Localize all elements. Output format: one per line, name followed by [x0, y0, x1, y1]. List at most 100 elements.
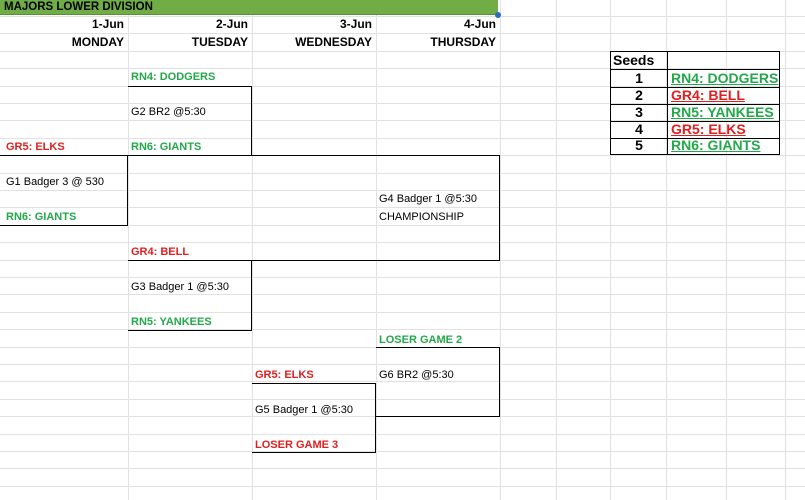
- grid-row-line: [0, 312, 805, 313]
- grid-column-line: [556, 0, 557, 500]
- date-header-4[interactable]: 4-Jun: [463, 17, 496, 31]
- grid-row-line: [0, 103, 805, 104]
- grid-column-line: [500, 0, 501, 500]
- seed-row[interactable]: 1 RN4: DODGERS: [611, 70, 779, 87]
- grid-row-line: [0, 468, 805, 469]
- seed-team: RN5: YANKEES: [671, 104, 774, 120]
- seed-number: 2: [635, 87, 643, 103]
- g3-game-info[interactable]: G3 Badger 1 @5:30: [131, 281, 230, 293]
- seeds-table: Seeds 1 RN4: DODGERS 2 GR4: BELL 3 RN5: …: [610, 51, 780, 155]
- grid-row-line: [0, 207, 805, 208]
- grid-row-line: [0, 173, 805, 174]
- seed-number: 3: [635, 104, 643, 120]
- date-header-1[interactable]: 1-Jun: [91, 17, 124, 31]
- seeds-divider: [611, 69, 779, 70]
- date-header-2[interactable]: 2-Jun: [215, 17, 248, 31]
- grid-row-line: [0, 242, 805, 243]
- grid-column-line: [376, 0, 377, 500]
- grid-column-line: [128, 0, 129, 500]
- grid-row-line: [0, 399, 805, 400]
- grid-row-line: [0, 190, 805, 191]
- grid-column-line: [726, 0, 727, 500]
- seed-team: RN6: GIANTS: [671, 137, 761, 153]
- g1-top-team[interactable]: GR5: ELKS: [6, 141, 65, 153]
- seed-row[interactable]: 3 RN5: YANKEES: [611, 104, 779, 121]
- grid-row-line: [0, 86, 805, 87]
- seed-row[interactable]: 4 GR5: ELKS: [611, 121, 779, 138]
- grid-row-line: [0, 138, 805, 139]
- g2-bottom-team[interactable]: RN6: GIANTS: [131, 141, 202, 153]
- grid-row-line: [0, 364, 805, 365]
- g2-top-line: [128, 86, 252, 87]
- grid-row-line: [0, 486, 805, 487]
- grid-row-line: [0, 277, 805, 278]
- g3-bottom-team[interactable]: RN5: YANKEES: [131, 316, 212, 328]
- division-title: MAJORS LOWER DIVISION: [4, 1, 153, 13]
- g2-game-info[interactable]: G2 BR2 @5:30: [131, 106, 206, 118]
- g4-game-info[interactable]: G4 Badger 1 @5:30: [379, 193, 478, 205]
- seed-number: 4: [635, 121, 643, 137]
- grid-row-line: [0, 294, 805, 295]
- grid-column-line: [252, 0, 253, 500]
- grid-column-line: [666, 0, 667, 500]
- g5-game-info[interactable]: G5 Badger 1 @5:30: [255, 404, 354, 416]
- grid-row-line: [0, 381, 805, 382]
- seed-row[interactable]: 2 GR4: BELL: [611, 87, 779, 104]
- seed-number: 5: [635, 137, 643, 153]
- g3-top-team[interactable]: GR4: BELL: [131, 246, 190, 258]
- seeds-column-divider: [667, 52, 668, 154]
- g1-game-info[interactable]: G1 Badger 3 @ 530: [6, 176, 105, 188]
- seeds-divider: [611, 104, 779, 105]
- seeds-divider: [611, 121, 779, 122]
- seed-number: 1: [635, 70, 643, 86]
- grid-row-line: [0, 33, 805, 34]
- g2-bottom-line: [128, 155, 500, 156]
- g6-bottom-line: [376, 416, 500, 417]
- g1-bottom-line: [0, 225, 128, 226]
- g6-right-line: [499, 347, 500, 417]
- weekday-header-1[interactable]: MONDAY: [71, 35, 124, 49]
- g1-right-line: [127, 155, 128, 226]
- grid-row-line: [0, 225, 805, 226]
- grid-row-line: [0, 51, 805, 52]
- seeds-divider: [611, 87, 779, 88]
- grid-row-line: [0, 120, 805, 121]
- division-title-cell[interactable]: MAJORS LOWER DIVISION: [0, 0, 498, 15]
- g3-bottom-line: [128, 330, 252, 331]
- grid-row-line: [0, 451, 805, 452]
- g6-top-line: [376, 347, 500, 348]
- grid-row-line: [0, 434, 805, 435]
- g6-game-info[interactable]: G6 BR2 @5:30: [379, 369, 454, 381]
- date-header-3[interactable]: 3-Jun: [339, 17, 372, 31]
- grid-row-line: [0, 329, 805, 330]
- fill-handle[interactable]: [495, 12, 501, 18]
- g4-championship-label[interactable]: CHAMPIONSHIP: [379, 211, 464, 223]
- g5-bottom-line: [252, 452, 376, 453]
- weekday-header-4[interactable]: THURSDAY: [430, 35, 496, 49]
- g2-top-team[interactable]: RN4: DODGERS: [131, 71, 216, 83]
- g2-right-line: [251, 86, 252, 156]
- grid-row-line: [0, 16, 805, 17]
- seeds-divider: [611, 138, 779, 139]
- weekday-header-2[interactable]: TUESDAY: [191, 35, 248, 49]
- grid-column-line: [785, 0, 786, 500]
- g1-bottom-team[interactable]: RN6: GIANTS: [6, 211, 77, 223]
- g6-top-team[interactable]: LOSER GAME 2: [379, 334, 463, 346]
- seed-team: GR5: ELKS: [671, 121, 746, 137]
- seed-team: GR4: BELL: [671, 87, 745, 103]
- seed-team: RN4: DODGERS: [671, 70, 779, 86]
- grid-row-line: [0, 68, 805, 69]
- grid-column-line: [610, 0, 611, 500]
- g1-top-line: [0, 155, 128, 156]
- seeds-title[interactable]: Seeds: [613, 52, 655, 68]
- g5-top-line: [252, 383, 376, 384]
- weekday-header-3[interactable]: WEDNESDAY: [295, 35, 372, 49]
- seed-row[interactable]: 5 RN6: GIANTS: [611, 137, 779, 154]
- g5-bottom-team[interactable]: LOSER GAME 3: [255, 439, 339, 451]
- g5-right-line: [375, 383, 376, 453]
- g5-top-team[interactable]: GR5: ELKS: [255, 369, 314, 381]
- g4-right-line: [499, 155, 500, 261]
- g4-bottom-line: [128, 260, 500, 261]
- g3-right-line: [251, 260, 252, 331]
